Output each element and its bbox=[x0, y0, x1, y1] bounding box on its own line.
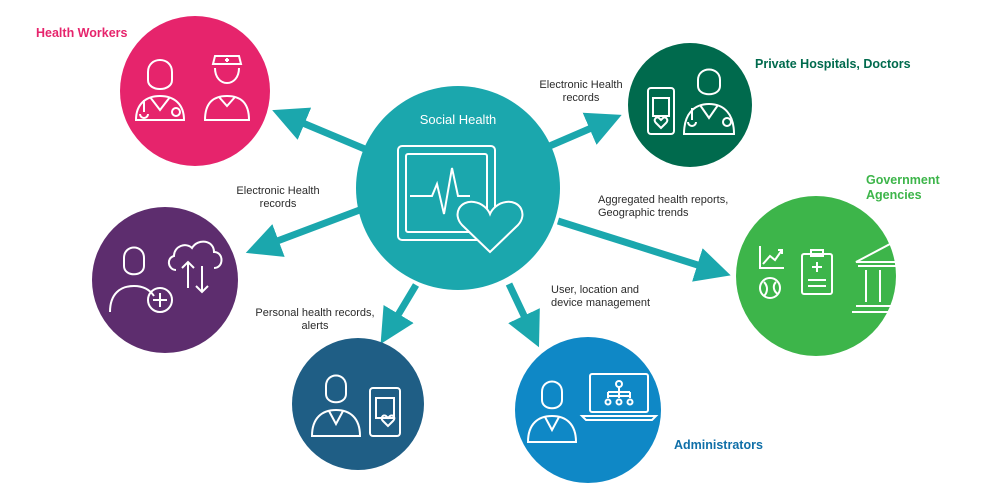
node-administrators-circle bbox=[515, 337, 661, 483]
edge-label-to-private-hospitals: Electronic Health records bbox=[539, 79, 623, 104]
cloud-sync-icon bbox=[168, 240, 223, 294]
arrow-to-mobile-users bbox=[380, 283, 420, 345]
arrow-to-health-workers bbox=[272, 107, 374, 156]
government-building-icon bbox=[852, 242, 928, 313]
globe-icon bbox=[759, 277, 781, 299]
node-title-health-workers: Health Workers bbox=[36, 26, 128, 40]
person-icon bbox=[526, 380, 578, 443]
tablet-health-icon bbox=[647, 87, 675, 135]
doctor-icon bbox=[682, 68, 736, 135]
edge-label-to-government: Aggregated health reports, Geographic tr… bbox=[598, 194, 729, 219]
nurse-icon bbox=[203, 55, 251, 121]
center-title: Social Health bbox=[419, 112, 497, 127]
node-mobile-users-circle bbox=[292, 338, 424, 470]
heart-monitor-icon bbox=[397, 145, 524, 254]
node-patients-circle bbox=[92, 207, 238, 353]
node-health-workers-circle bbox=[120, 16, 270, 166]
doctor-icon bbox=[134, 59, 186, 121]
edge-arrows bbox=[245, 107, 731, 348]
node-title-private-hospitals: Private Hospitals, Doctors bbox=[755, 57, 911, 71]
edge-label-to-patients: Electronic Health records bbox=[236, 185, 320, 210]
arrow-to-government bbox=[556, 217, 731, 282]
arrow-to-administrators bbox=[505, 282, 540, 348]
node-title-government: Government Agencies bbox=[866, 173, 940, 202]
arrow-to-private-hospitals bbox=[543, 112, 622, 152]
node-private-hospitals-circle bbox=[628, 43, 752, 167]
clipboard-icon bbox=[801, 249, 833, 295]
chart-growth-icon bbox=[759, 246, 784, 269]
node-government-circle bbox=[736, 196, 896, 356]
add-user-icon bbox=[109, 246, 173, 313]
edge-label-to-mobile-users: Personal health records, alerts bbox=[255, 307, 375, 332]
laptop-org-chart-icon bbox=[579, 373, 659, 421]
arrow-to-patients bbox=[245, 204, 367, 257]
mobile-health-icon bbox=[369, 387, 401, 437]
node-title-administrators: Administrators bbox=[674, 438, 763, 452]
edge-label-to-administrators: User, location and device management bbox=[551, 284, 651, 309]
person-icon bbox=[310, 374, 362, 437]
